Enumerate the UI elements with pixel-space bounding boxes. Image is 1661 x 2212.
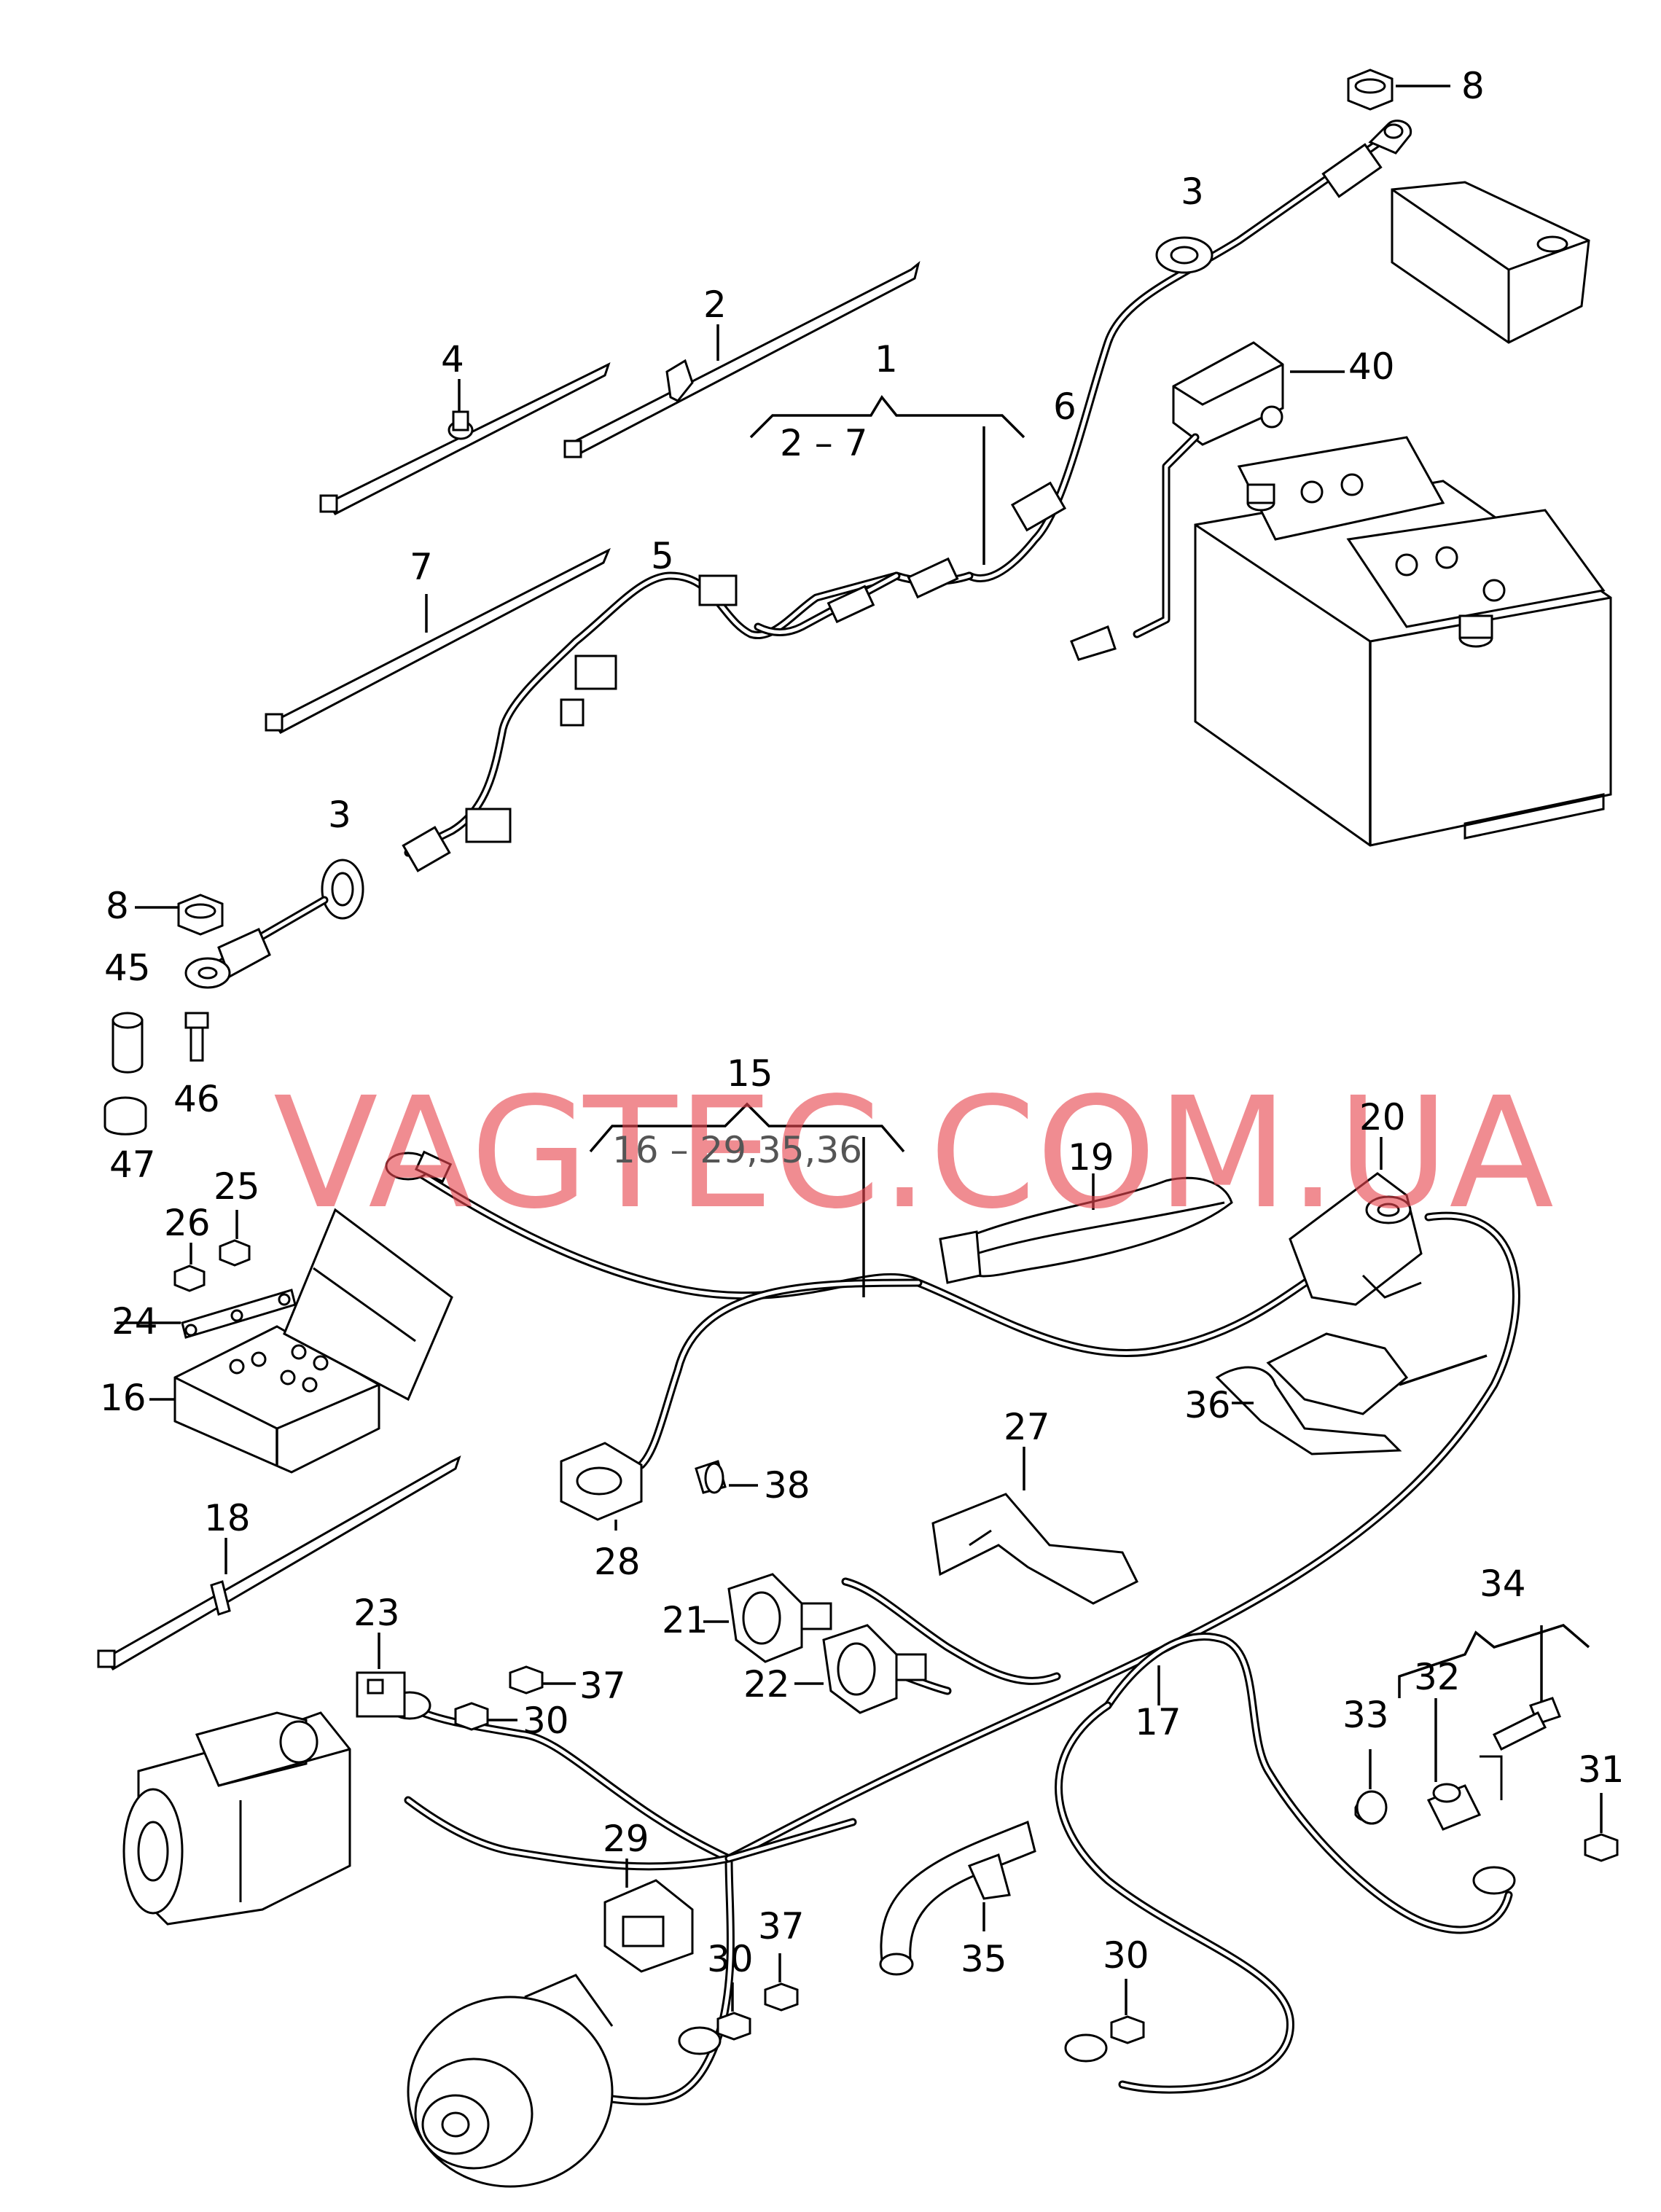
duct-19 <box>939 1173 1233 1284</box>
callout-7: 7 <box>410 546 433 588</box>
callout-2: 2 <box>703 284 727 326</box>
connector-28 <box>560 1442 758 1531</box>
fuse-box-16 <box>117 1208 453 1474</box>
cover-20 <box>1289 1137 1423 1306</box>
callout-19: 19 <box>1068 1136 1114 1179</box>
group-1-range: 2 – 7 <box>780 422 867 464</box>
connector-29 <box>603 1859 694 1973</box>
group-15-range: 16 – 29,35,36 <box>612 1129 862 1171</box>
callout-30-right: 30 <box>1103 1934 1149 1977</box>
connector-23 <box>356 1633 406 1718</box>
starter-motor <box>122 1711 351 1926</box>
group-15-number: 15 <box>727 1052 773 1095</box>
alternator <box>407 1974 614 2188</box>
nuts-30-37-lower <box>716 1953 799 2041</box>
group-34-number: 34 <box>1480 1563 1526 1605</box>
callout-8-top: 8 <box>1461 65 1485 107</box>
cable-tie-7 <box>265 547 611 734</box>
callout-31: 31 <box>1578 1748 1625 1791</box>
cable-tie-18 <box>97 1455 461 1671</box>
nuts-30-37-upper <box>454 1665 576 1731</box>
callout-45: 45 <box>104 947 151 989</box>
callout-18: 18 <box>204 1497 251 1539</box>
callout-22: 22 <box>743 1663 790 1705</box>
callout-24: 24 <box>112 1300 158 1343</box>
callout-37-lower: 37 <box>758 1905 805 1947</box>
callout-38: 38 <box>764 1464 810 1506</box>
connector-21 <box>703 1573 832 1663</box>
callout-47: 47 <box>109 1144 156 1186</box>
callout-5: 5 <box>651 535 674 577</box>
fasteners-45-46-47 <box>103 1012 209 1136</box>
callout-26: 26 <box>164 1202 211 1244</box>
nut-8-top <box>1347 69 1450 111</box>
battery <box>1194 436 1612 847</box>
callout-16: 16 <box>100 1377 146 1419</box>
callout-6: 6 <box>1053 386 1076 428</box>
callout-30-upper: 30 <box>523 1700 569 1742</box>
callout-25: 25 <box>214 1165 260 1208</box>
callout-3-top: 3 <box>1181 171 1204 213</box>
callout-17: 17 <box>1135 1701 1181 1743</box>
battery-cover <box>1391 181 1590 344</box>
holder-36 <box>1215 1332 1488 1455</box>
callout-32: 32 <box>1414 1656 1461 1698</box>
callout-23: 23 <box>353 1592 400 1634</box>
cable-tie-4 <box>319 362 611 515</box>
callout-20: 20 <box>1359 1096 1406 1138</box>
callout-29: 29 <box>603 1818 649 1860</box>
group-1-number: 1 <box>875 338 898 380</box>
cable-tie-2 <box>563 261 921 458</box>
nut-8-left <box>135 894 224 936</box>
callout-28: 28 <box>594 1541 641 1583</box>
main-harness-5 <box>184 557 974 989</box>
callout-4: 4 <box>441 338 464 380</box>
group-15-bracket <box>589 1102 905 1268</box>
callout-8-left: 8 <box>106 885 129 927</box>
callout-37-upper: 37 <box>579 1665 626 1707</box>
callout-40: 40 <box>1348 345 1395 388</box>
callout-3-lower: 3 <box>328 794 351 836</box>
group-34-fasteners <box>1354 1624 1619 1862</box>
callout-27: 27 <box>1004 1406 1050 1448</box>
callout-36: 36 <box>1184 1384 1231 1426</box>
battery-positive-cable <box>965 120 1412 582</box>
callout-35: 35 <box>961 1938 1007 1980</box>
callout-21: 21 <box>662 1599 708 1641</box>
bracket-27 <box>931 1447 1139 1605</box>
callout-30-lower: 30 <box>707 1938 754 1980</box>
nut-30-right <box>1110 1979 1145 2044</box>
pipe-35 <box>879 1820 1036 1976</box>
watermark: VAGTEC.COM.UA <box>273 1064 1554 1243</box>
group-1-bracket <box>749 394 1025 565</box>
callout-46: 46 <box>173 1078 220 1120</box>
callout-33: 33 <box>1343 1694 1389 1736</box>
connector-22 <box>794 1624 927 1714</box>
battery-monitor-40 <box>1070 341 1345 661</box>
